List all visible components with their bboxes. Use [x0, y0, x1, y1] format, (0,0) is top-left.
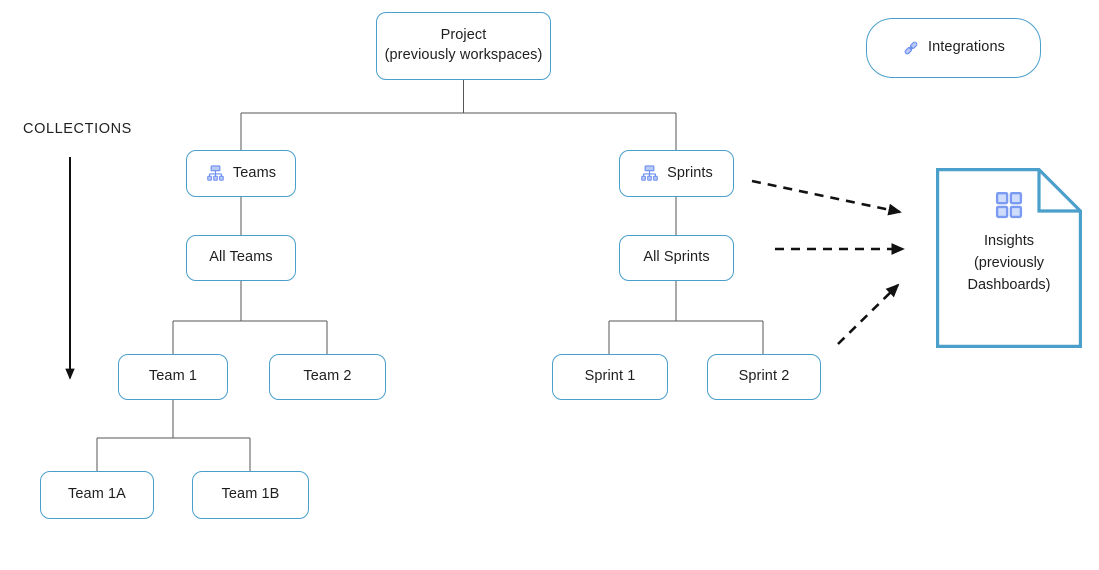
node-insights-label: Insights (previously Dashboards) — [967, 233, 1051, 293]
link-icon — [902, 39, 920, 57]
node-integrations-label: Integrations — [928, 39, 1005, 56]
edge-sprint2-to-insights — [837, 283, 900, 345]
document-shape — [936, 168, 1082, 348]
node-sprints-label: Sprints — [667, 164, 713, 181]
node-all-teams-label: All Teams — [209, 249, 273, 266]
node-team-2-label: Team 2 — [303, 368, 352, 385]
collections-label: COLLECTIONS — [23, 121, 132, 137]
node-team-1-label: Team 1 — [148, 368, 198, 385]
node-team-1a[interactable]: Team 1A — [40, 471, 154, 519]
node-sprint-2-label: Sprint 2 — [738, 368, 790, 385]
node-project-label: Project (previously workspaces) — [384, 27, 543, 63]
node-all-sprints-label: All Sprints — [643, 249, 710, 266]
node-all-sprints[interactable]: All Sprints — [619, 235, 734, 281]
node-team-1[interactable]: Team 1 — [118, 354, 228, 400]
node-team-2[interactable]: Team 2 — [269, 354, 386, 400]
node-team-1b-label: Team 1B — [221, 486, 280, 503]
node-sprint-1[interactable]: Sprint 1 — [552, 354, 668, 400]
node-all-teams[interactable]: All Teams — [186, 235, 296, 281]
hierarchy-icon — [640, 164, 659, 183]
node-project[interactable]: Project (previously workspaces) — [376, 12, 551, 80]
edge-sprints-to-insights — [751, 179, 902, 216]
node-insights[interactable]: Insights (previously Dashboards) — [936, 168, 1082, 348]
node-team-1b[interactable]: Team 1B — [192, 471, 309, 519]
hierarchy-icon — [206, 164, 225, 183]
dashboard-grid-icon — [936, 190, 1082, 225]
node-team-1a-label: Team 1A — [68, 486, 126, 503]
node-integrations[interactable]: Integrations — [866, 18, 1041, 78]
node-sprint-2[interactable]: Sprint 2 — [707, 354, 821, 400]
node-teams-label: Teams — [232, 164, 277, 181]
node-sprints[interactable]: Sprints — [619, 150, 734, 197]
node-teams[interactable]: Teams — [186, 150, 296, 197]
node-sprint-1-label: Sprint 1 — [584, 368, 636, 385]
